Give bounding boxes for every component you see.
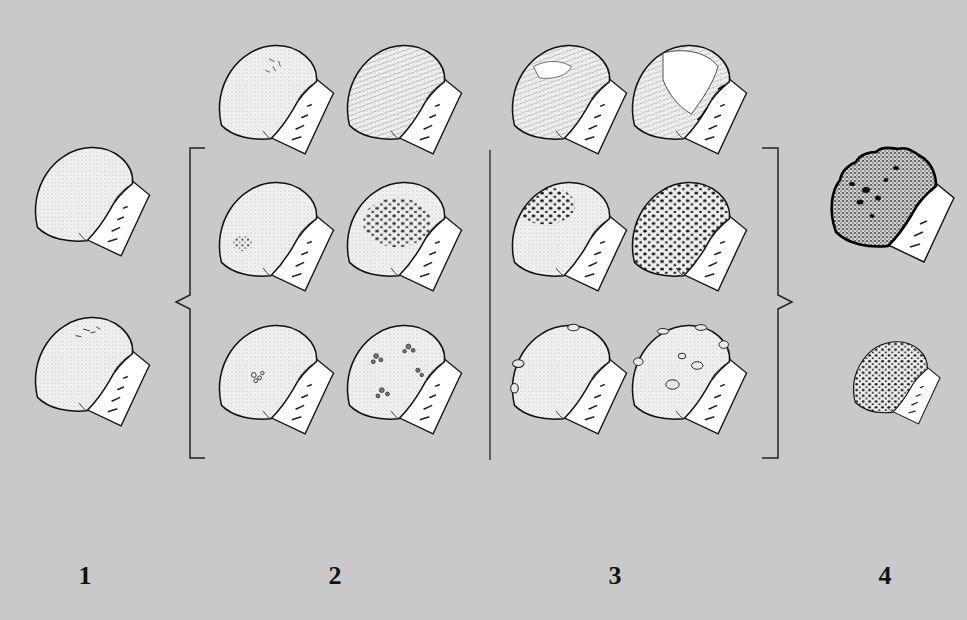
femoral-head	[340, 38, 462, 154]
femoral-head	[505, 38, 627, 154]
femoral-head	[219, 46, 333, 154]
femoral-head	[511, 324, 627, 434]
femoral-head	[632, 325, 746, 434]
divider-line	[489, 150, 490, 460]
bracket	[176, 148, 205, 458]
femoral-head	[625, 38, 747, 154]
bracket	[762, 148, 792, 458]
stage-number: 1	[79, 563, 92, 589]
stage-number: 3	[609, 563, 622, 589]
stage-number: 4	[879, 563, 892, 589]
femoral-head	[35, 148, 149, 256]
femoral-head	[219, 326, 333, 434]
femoral-head	[219, 183, 333, 291]
femoral-head	[347, 183, 461, 291]
femoral-head	[512, 183, 626, 291]
femoral-head	[832, 148, 954, 262]
femoral-head	[347, 326, 461, 434]
femoral-head	[35, 318, 149, 426]
femoral-head	[625, 175, 747, 291]
femoral-head	[848, 336, 940, 424]
stage-number: 2	[329, 563, 342, 589]
